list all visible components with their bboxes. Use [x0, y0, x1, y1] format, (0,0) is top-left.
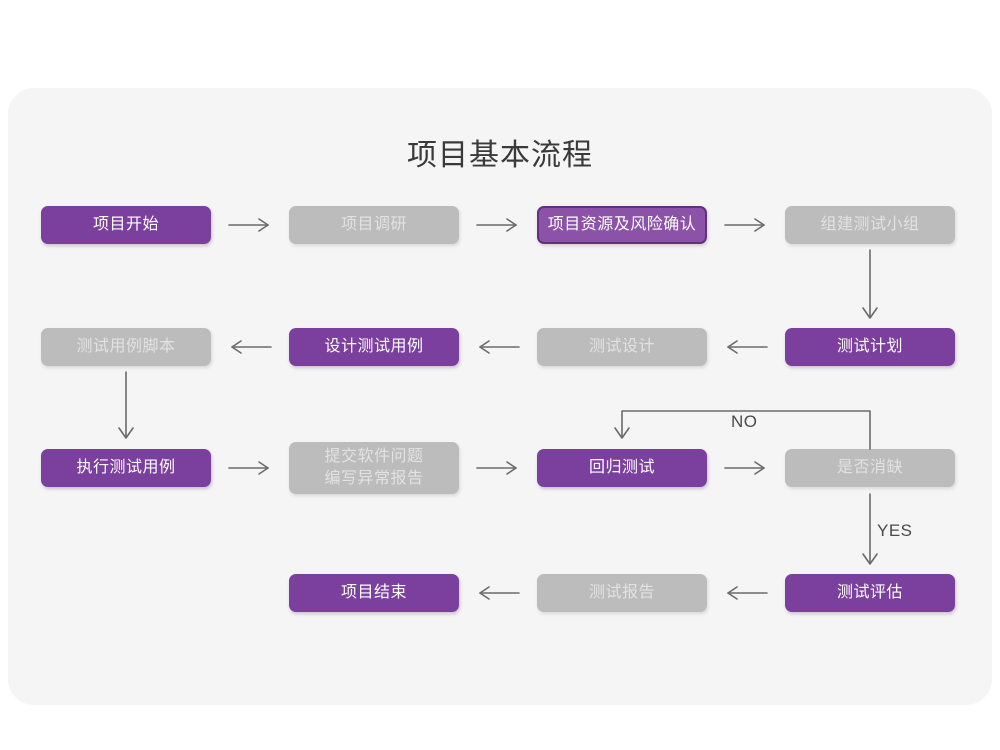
edge-label-no: NO [731, 412, 758, 431]
node-regression-test[interactable]: 回归测试 [537, 449, 707, 487]
node-test-design[interactable]: 测试设计 [537, 328, 707, 366]
node-test-evaluation[interactable]: 测试评估 [785, 574, 955, 612]
node-test-case-script[interactable]: 测试用例脚本 [41, 328, 211, 366]
node-project-end[interactable]: 项目结束 [289, 574, 459, 612]
node-execute-test-case[interactable]: 执行测试用例 [41, 449, 211, 487]
node-test-plan[interactable]: 测试计划 [785, 328, 955, 366]
node-project-research[interactable]: 项目调研 [289, 206, 459, 244]
node-test-report[interactable]: 测试报告 [537, 574, 707, 612]
node-defect-cleared[interactable]: 是否消缺 [785, 449, 955, 487]
edge-label-yes: YES [877, 521, 913, 540]
node-project-start[interactable]: 项目开始 [41, 206, 211, 244]
node-design-test-case[interactable]: 设计测试用例 [289, 328, 459, 366]
node-submit-defect-report[interactable]: 提交软件问题 编写异常报告 [289, 442, 459, 494]
node-build-test-team[interactable]: 组建测试小组 [785, 206, 955, 244]
page-title: 项目基本流程 [407, 139, 593, 172]
node-resource-risk-confirm[interactable]: 项目资源及风险确认 [537, 206, 707, 244]
flowchart-card [8, 88, 992, 705]
